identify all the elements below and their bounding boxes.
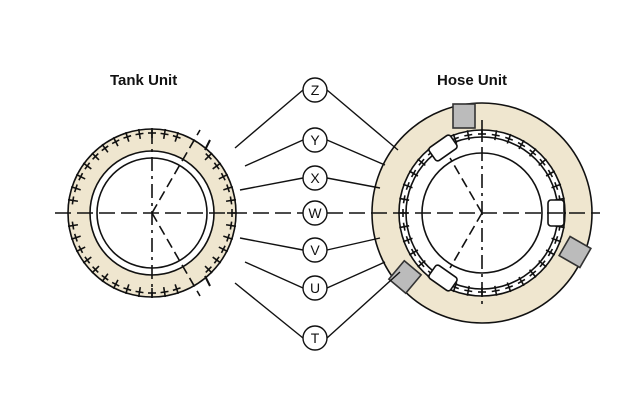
tick-mark — [402, 222, 406, 231]
leader-line — [244, 261, 304, 289]
leader-line — [326, 89, 399, 151]
tick-mark — [92, 153, 99, 160]
tick-mark — [73, 233, 78, 242]
tick-mark — [464, 289, 473, 293]
tick-mark — [220, 172, 226, 181]
leader-line — [239, 237, 304, 251]
tick-mark — [491, 133, 500, 137]
label-circle — [302, 237, 328, 263]
tick-mark — [84, 256, 91, 264]
tick-mark — [554, 235, 559, 245]
tick-mark — [160, 290, 169, 294]
tick-mark — [517, 141, 526, 148]
tick-mark — [229, 196, 233, 205]
tick-mark — [172, 287, 181, 292]
tick-mark — [123, 287, 132, 292]
tick-mark — [78, 172, 84, 181]
leader-line — [234, 89, 304, 149]
tick-mark — [410, 248, 417, 257]
tick-mark — [547, 169, 554, 178]
tick-mark — [205, 266, 212, 273]
label-circle — [302, 325, 328, 351]
tick-mark — [220, 245, 226, 254]
tick-mark — [504, 136, 514, 141]
label-w: W — [308, 205, 322, 221]
tick-mark — [504, 285, 514, 290]
tick-mark — [71, 196, 75, 205]
tick-mark — [229, 221, 233, 230]
tick-mark — [529, 270, 537, 277]
label-u: U — [310, 280, 320, 296]
tick-mark — [491, 289, 500, 293]
tick-mark — [539, 260, 546, 268]
leader-line — [326, 271, 401, 339]
tick-mark — [135, 132, 144, 136]
tick-mark — [101, 274, 109, 281]
label-circle — [302, 165, 328, 191]
label-circle — [302, 200, 328, 226]
tick-mark — [517, 278, 526, 285]
leader-line — [239, 177, 304, 191]
tick-mark — [405, 235, 410, 245]
tick-mark — [410, 169, 417, 178]
label-v: V — [310, 242, 320, 258]
tick-mark — [226, 233, 231, 242]
leader-line — [326, 237, 381, 251]
tick-mark — [73, 184, 78, 193]
tick-mark — [405, 181, 410, 191]
tick-mark — [529, 149, 537, 156]
tick-mark — [213, 256, 220, 264]
leader-line — [326, 177, 381, 189]
tick-mark — [92, 266, 99, 273]
label-t: T — [311, 330, 320, 346]
tick-mark — [464, 133, 473, 137]
tick-mark — [205, 153, 212, 160]
tick-mark — [418, 158, 425, 166]
tick-mark — [135, 290, 144, 294]
tick-mark — [554, 181, 559, 191]
tick-mark — [123, 134, 132, 139]
tick-mark — [402, 195, 406, 204]
leader-line — [234, 282, 304, 339]
tick-mark — [213, 162, 220, 170]
tick-mark — [78, 245, 84, 254]
tick-mark — [84, 162, 91, 170]
leader-line — [326, 139, 386, 166]
hose-unit-title: Hose Unit — [437, 72, 508, 89]
tick-mark — [111, 281, 120, 287]
tank-unit-title: Tank Unit — [110, 72, 178, 89]
tick-mark — [226, 184, 231, 193]
label-circle — [302, 275, 328, 301]
tick-mark — [172, 134, 181, 139]
label-circle — [302, 77, 328, 103]
tick-mark — [418, 260, 425, 268]
label-z: Z — [311, 82, 320, 98]
tick-mark — [71, 221, 75, 230]
tick-mark — [547, 248, 554, 257]
tick-mark — [101, 145, 109, 152]
tick-mark — [111, 139, 120, 145]
label-circle — [302, 127, 328, 153]
label-y: Y — [310, 132, 320, 148]
label-x: X — [310, 170, 320, 186]
leader-line — [244, 139, 304, 167]
tick-mark — [539, 158, 546, 166]
leader-line — [326, 261, 386, 289]
tick-mark — [160, 132, 169, 136]
